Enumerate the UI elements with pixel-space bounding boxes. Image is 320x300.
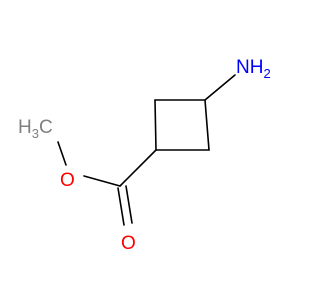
ether-oxygen-label: O: [60, 170, 75, 191]
amine-label-sub: 2: [263, 66, 270, 81]
amine-label-main: NH: [236, 57, 263, 78]
carbonyl-oxygen-label: O: [121, 233, 136, 254]
ring-to-carbonyl-bond: [119, 149, 157, 187]
carbonyl-double-bond-b: [125, 185, 133, 224]
c-n-bond: [204, 74, 236, 101]
ring-bond-right: [204, 99, 210, 151]
carbonyl-double-bond-a: [117, 187, 125, 226]
ether-o-to-methyl-bond: [57, 141, 67, 166]
molecule-structure: NH2 H3C O O: [18, 57, 271, 254]
carbonyl-to-ether-o-bond: [83, 175, 121, 187]
ring-bond-left: [154, 99, 157, 151]
amine-label: NH2: [236, 57, 271, 81]
methyl-label-sub: 3: [32, 126, 39, 141]
methyl-label-tail: C: [39, 117, 53, 138]
methyl-label: H3C: [18, 117, 53, 141]
methyl-label-main: H: [18, 117, 32, 138]
